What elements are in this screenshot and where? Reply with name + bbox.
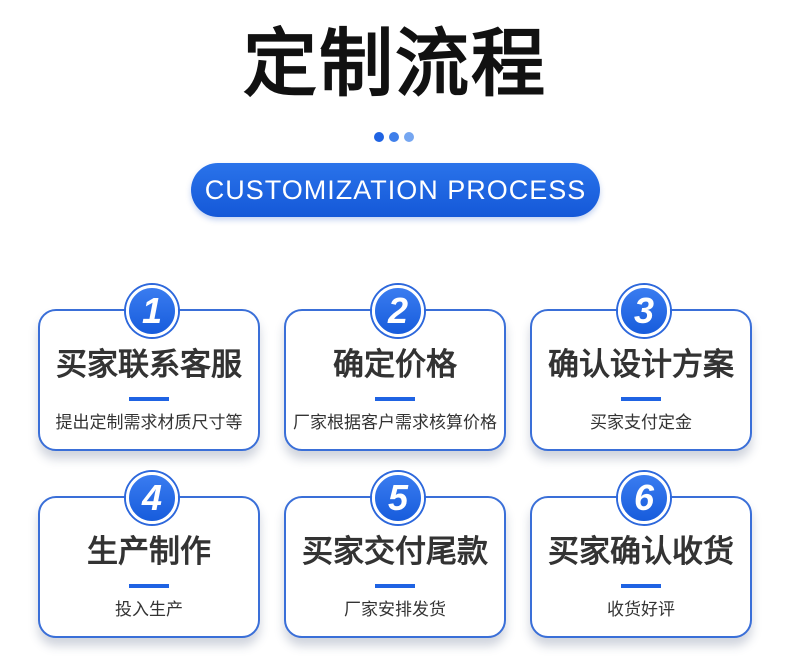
step-description: 厂家根据客户需求核算价格 bbox=[293, 413, 497, 433]
step-divider bbox=[129, 584, 169, 588]
step-number-badge: 1 bbox=[126, 285, 178, 337]
step-title: 确定价格 bbox=[333, 347, 457, 383]
step-divider bbox=[129, 397, 169, 401]
step-title: 买家联系客服 bbox=[56, 347, 242, 383]
step-divider bbox=[621, 397, 661, 401]
step-card-6: 6 买家确认收货 收货好评 bbox=[530, 472, 752, 638]
subtitle-banner: CUSTOMIZATION PROCESS bbox=[191, 163, 600, 217]
step-card-3: 3 确认设计方案 买家支付定金 bbox=[530, 285, 752, 451]
step-card-5: 5 买家交付尾款 厂家安排发货 bbox=[284, 472, 506, 638]
decorative-dots bbox=[374, 132, 414, 142]
step-description: 厂家安排发货 bbox=[344, 600, 446, 620]
dot-icon bbox=[374, 132, 384, 142]
step-card-2: 2 确定价格 厂家根据客户需求核算价格 bbox=[284, 285, 506, 451]
dot-icon bbox=[389, 132, 399, 142]
step-title: 买家确认收货 bbox=[548, 534, 734, 570]
page-title: 定制流程 bbox=[243, 21, 547, 107]
step-title: 买家交付尾款 bbox=[302, 534, 488, 570]
step-number-badge: 3 bbox=[618, 285, 670, 337]
step-title: 生产制作 bbox=[87, 534, 211, 570]
step-card-4: 4 生产制作 投入生产 bbox=[38, 472, 260, 638]
step-description: 买家支付定金 bbox=[590, 413, 692, 433]
step-title: 确认设计方案 bbox=[548, 347, 734, 383]
step-number-badge: 4 bbox=[126, 472, 178, 524]
step-divider bbox=[375, 584, 415, 588]
step-divider bbox=[621, 584, 661, 588]
step-description: 收货好评 bbox=[607, 600, 675, 620]
dot-icon bbox=[404, 132, 414, 142]
step-divider bbox=[375, 397, 415, 401]
step-card-1: 1 买家联系客服 提出定制需求材质尺寸等 bbox=[38, 285, 260, 451]
step-number-badge: 5 bbox=[372, 472, 424, 524]
step-description: 投入生产 bbox=[115, 600, 183, 620]
step-number-badge: 2 bbox=[372, 285, 424, 337]
step-number-badge: 6 bbox=[618, 472, 670, 524]
step-description: 提出定制需求材质尺寸等 bbox=[55, 413, 243, 433]
